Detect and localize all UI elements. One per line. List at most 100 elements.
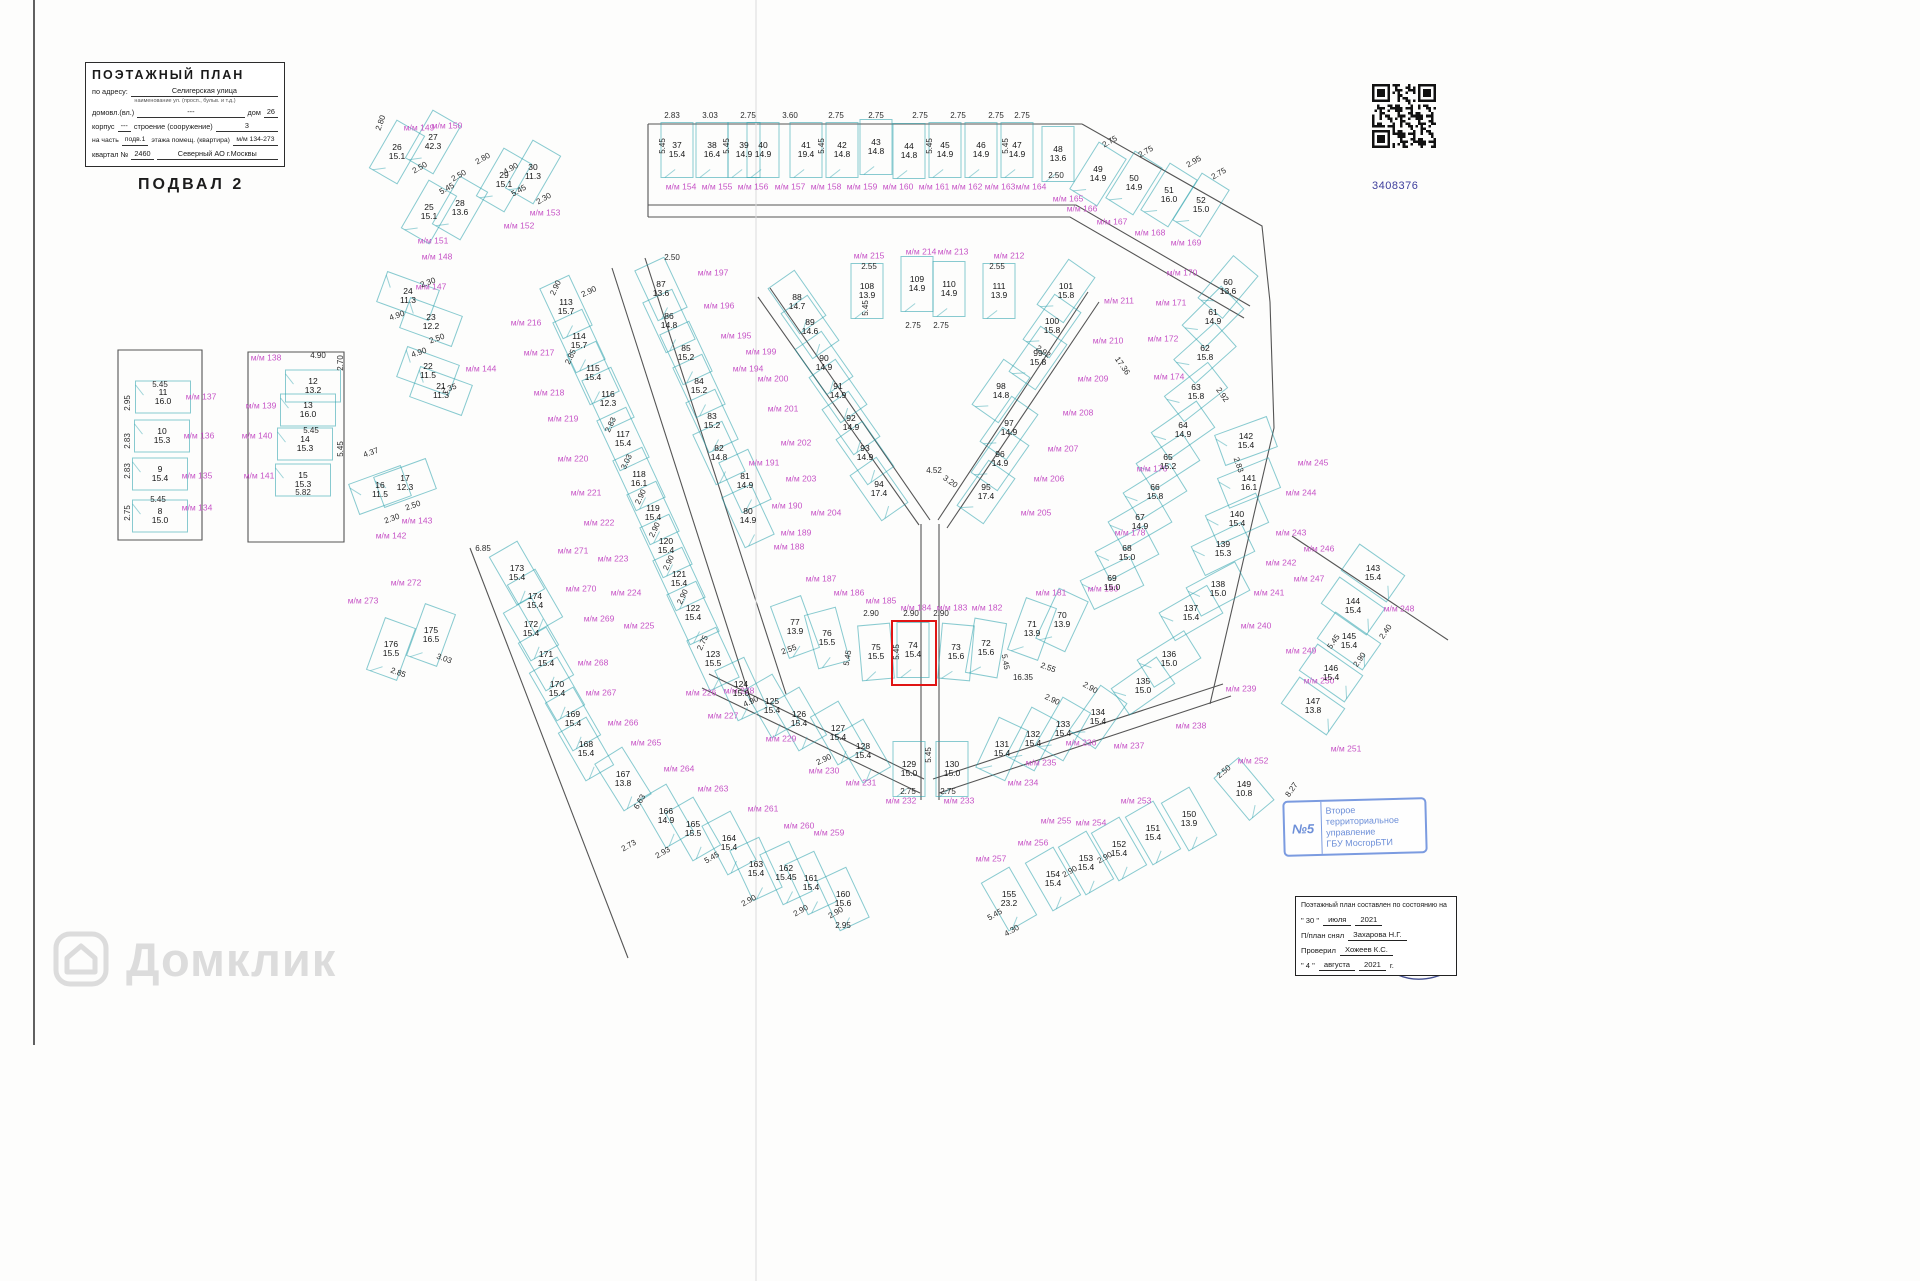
mm-label: м/м 263 bbox=[697, 783, 729, 794]
mm-label: м/м 165 bbox=[1052, 193, 1084, 204]
domovl-label: домовл.(вл.) bbox=[92, 108, 135, 117]
na-chast-label: на часть bbox=[92, 137, 119, 144]
stall-box-37 bbox=[660, 122, 694, 178]
mm-label: м/м 217 bbox=[523, 347, 555, 358]
mm-label: м/м 251 bbox=[1330, 743, 1362, 754]
mm-label: м/м 166 bbox=[1066, 203, 1098, 214]
dimension-label: 2.75 bbox=[1014, 111, 1030, 120]
mm-label: м/м 149 bbox=[403, 122, 435, 133]
mm-label: м/м 164 bbox=[1015, 181, 1047, 192]
mm-label: м/м 144 bbox=[465, 363, 497, 374]
mm-label: м/м 137 bbox=[185, 391, 217, 402]
dimension-label: 17.36 bbox=[1112, 354, 1132, 377]
mm-label: м/м 271 bbox=[557, 545, 589, 556]
mm-label: м/м 209 bbox=[1077, 373, 1109, 384]
mm-label: м/м 159 bbox=[846, 181, 878, 192]
mm-label: м/м 216 bbox=[510, 317, 542, 328]
dimension-label: 5.45 bbox=[999, 653, 1012, 671]
mm-label: м/м 135 bbox=[181, 470, 213, 481]
mm-label: м/м 158 bbox=[810, 181, 842, 192]
dimension-label: 5.82 bbox=[295, 488, 311, 497]
dimension-label: 2.50 bbox=[1048, 171, 1064, 180]
watermark-text: Домклик bbox=[126, 932, 337, 986]
dimension-label: 5.45 bbox=[817, 138, 826, 154]
dimension-label: 2.90 bbox=[903, 609, 919, 618]
dimension-label: 4.52 bbox=[926, 466, 942, 475]
mm-label: м/м 264 bbox=[663, 763, 695, 774]
domovl-value: --- bbox=[137, 107, 245, 118]
dimension-label: 2.75 bbox=[1100, 133, 1119, 150]
mm-label: м/м 199 bbox=[745, 346, 777, 357]
mm-label: м/м 169 bbox=[1170, 237, 1202, 248]
mm-label: м/м 190 bbox=[771, 500, 803, 511]
mm-label: м/м 140 bbox=[241, 430, 273, 441]
mm-label: м/м 188 bbox=[773, 541, 805, 552]
dimension-label: 2.93 bbox=[653, 844, 672, 861]
mm-label: м/м 202 bbox=[780, 437, 812, 448]
mm-label: м/м 205 bbox=[1020, 507, 1052, 518]
mm-label: м/м 242 bbox=[1265, 557, 1297, 568]
mm-label: м/м 153 bbox=[529, 207, 561, 218]
bti-stamp-line1: Второе территориальное bbox=[1325, 804, 1400, 827]
mm-label: м/м 273 bbox=[347, 595, 379, 606]
floor-label: ПОДВАЛ 2 bbox=[138, 176, 245, 193]
mm-label: м/м 214 bbox=[905, 246, 937, 257]
dimension-label: 2.80 bbox=[373, 113, 388, 132]
dimension-label: 2.75 bbox=[940, 787, 956, 796]
mm-label: м/м 196 bbox=[703, 300, 735, 311]
dimension-label: 3.60 bbox=[782, 111, 798, 120]
mm-label: м/м 204 bbox=[810, 507, 842, 518]
mm-label: м/м 212 bbox=[993, 250, 1025, 261]
mm-label: м/м 185 bbox=[865, 595, 897, 606]
mm-label: м/м 162 bbox=[951, 181, 983, 192]
mm-label: м/м 224 bbox=[610, 587, 642, 598]
mm-label: м/м 244 bbox=[1285, 487, 1317, 498]
dimension-label: 2.55 bbox=[861, 262, 877, 271]
mm-label: м/м 238 bbox=[1175, 720, 1207, 731]
korpus-value: --- bbox=[117, 121, 131, 132]
stamp-snl-value: Захарова Н.Г. bbox=[1348, 930, 1407, 941]
mm-label: м/м 195 bbox=[720, 330, 752, 341]
dimension-label: 5.45 bbox=[336, 441, 345, 457]
mm-label: м/м 139 bbox=[245, 400, 277, 411]
